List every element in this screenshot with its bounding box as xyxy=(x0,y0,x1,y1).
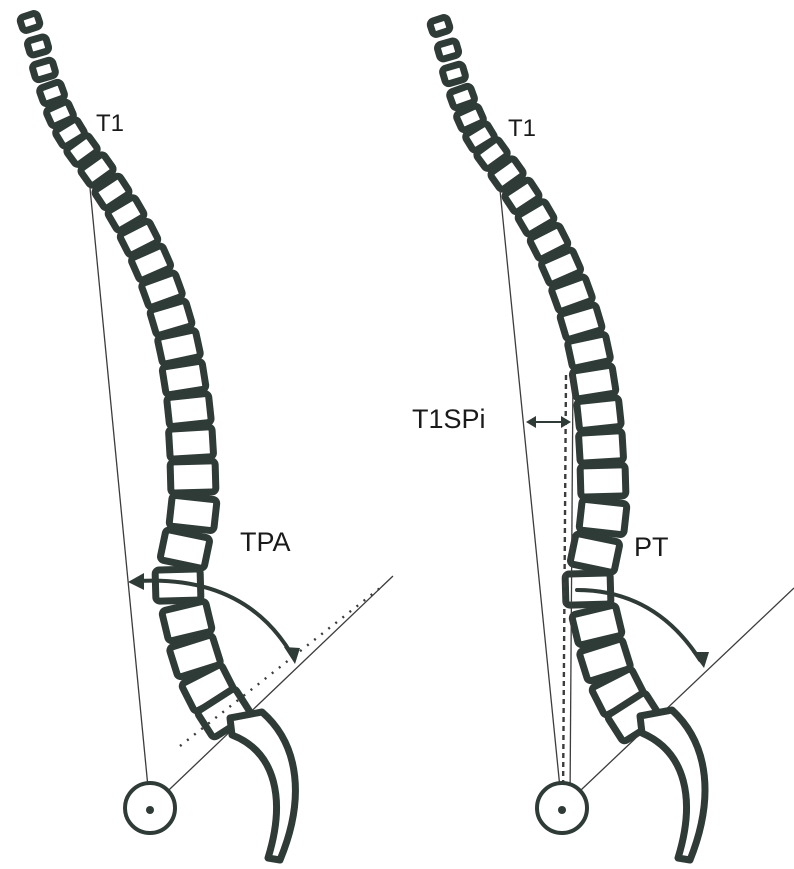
right-vertebra-20 xyxy=(579,499,627,535)
left-hip-marker xyxy=(125,783,175,833)
t1spi-arrow-left xyxy=(526,416,536,428)
left-vertebra-2 xyxy=(27,36,50,56)
hip-axis-center xyxy=(146,806,154,814)
t1-label-left: T1 xyxy=(96,110,124,137)
pt-label: PT xyxy=(634,532,669,562)
right-vertebra-19 xyxy=(580,465,626,497)
left-vertebra-17 xyxy=(167,393,212,426)
right-vertebra-18 xyxy=(578,431,623,464)
right-hip-marker xyxy=(537,783,587,833)
left-vertebra-3 xyxy=(32,59,57,80)
hip-axis-center-right xyxy=(558,806,566,814)
left-vertebra-18 xyxy=(168,427,213,460)
spine-left xyxy=(19,13,251,739)
left-vertebra-21 xyxy=(160,529,210,569)
right-vertebra-21 xyxy=(570,533,620,573)
pt-arrow-right xyxy=(692,652,709,668)
spine-right xyxy=(429,17,661,743)
left-vertebra-16 xyxy=(162,361,206,395)
right-vertebra-16 xyxy=(572,365,616,399)
t1-label-right: T1 xyxy=(508,115,536,142)
t1spi-label: T1SPi xyxy=(412,404,486,434)
left-sacrum xyxy=(230,712,295,860)
right-vertebra-17 xyxy=(577,397,622,430)
tpa-arrow-left xyxy=(128,573,144,590)
t1spi-arrow-right xyxy=(561,416,571,428)
right-vertebra-3 xyxy=(442,63,467,84)
left-vertebra-20 xyxy=(169,495,217,531)
right-vertebra-2 xyxy=(437,40,460,60)
right-vertebra-1 xyxy=(429,17,450,36)
right-sacrum xyxy=(640,710,705,860)
tpa-label: TPA xyxy=(240,527,291,557)
left-vertebra-19 xyxy=(170,461,216,493)
left-vertebra-1 xyxy=(19,13,40,32)
